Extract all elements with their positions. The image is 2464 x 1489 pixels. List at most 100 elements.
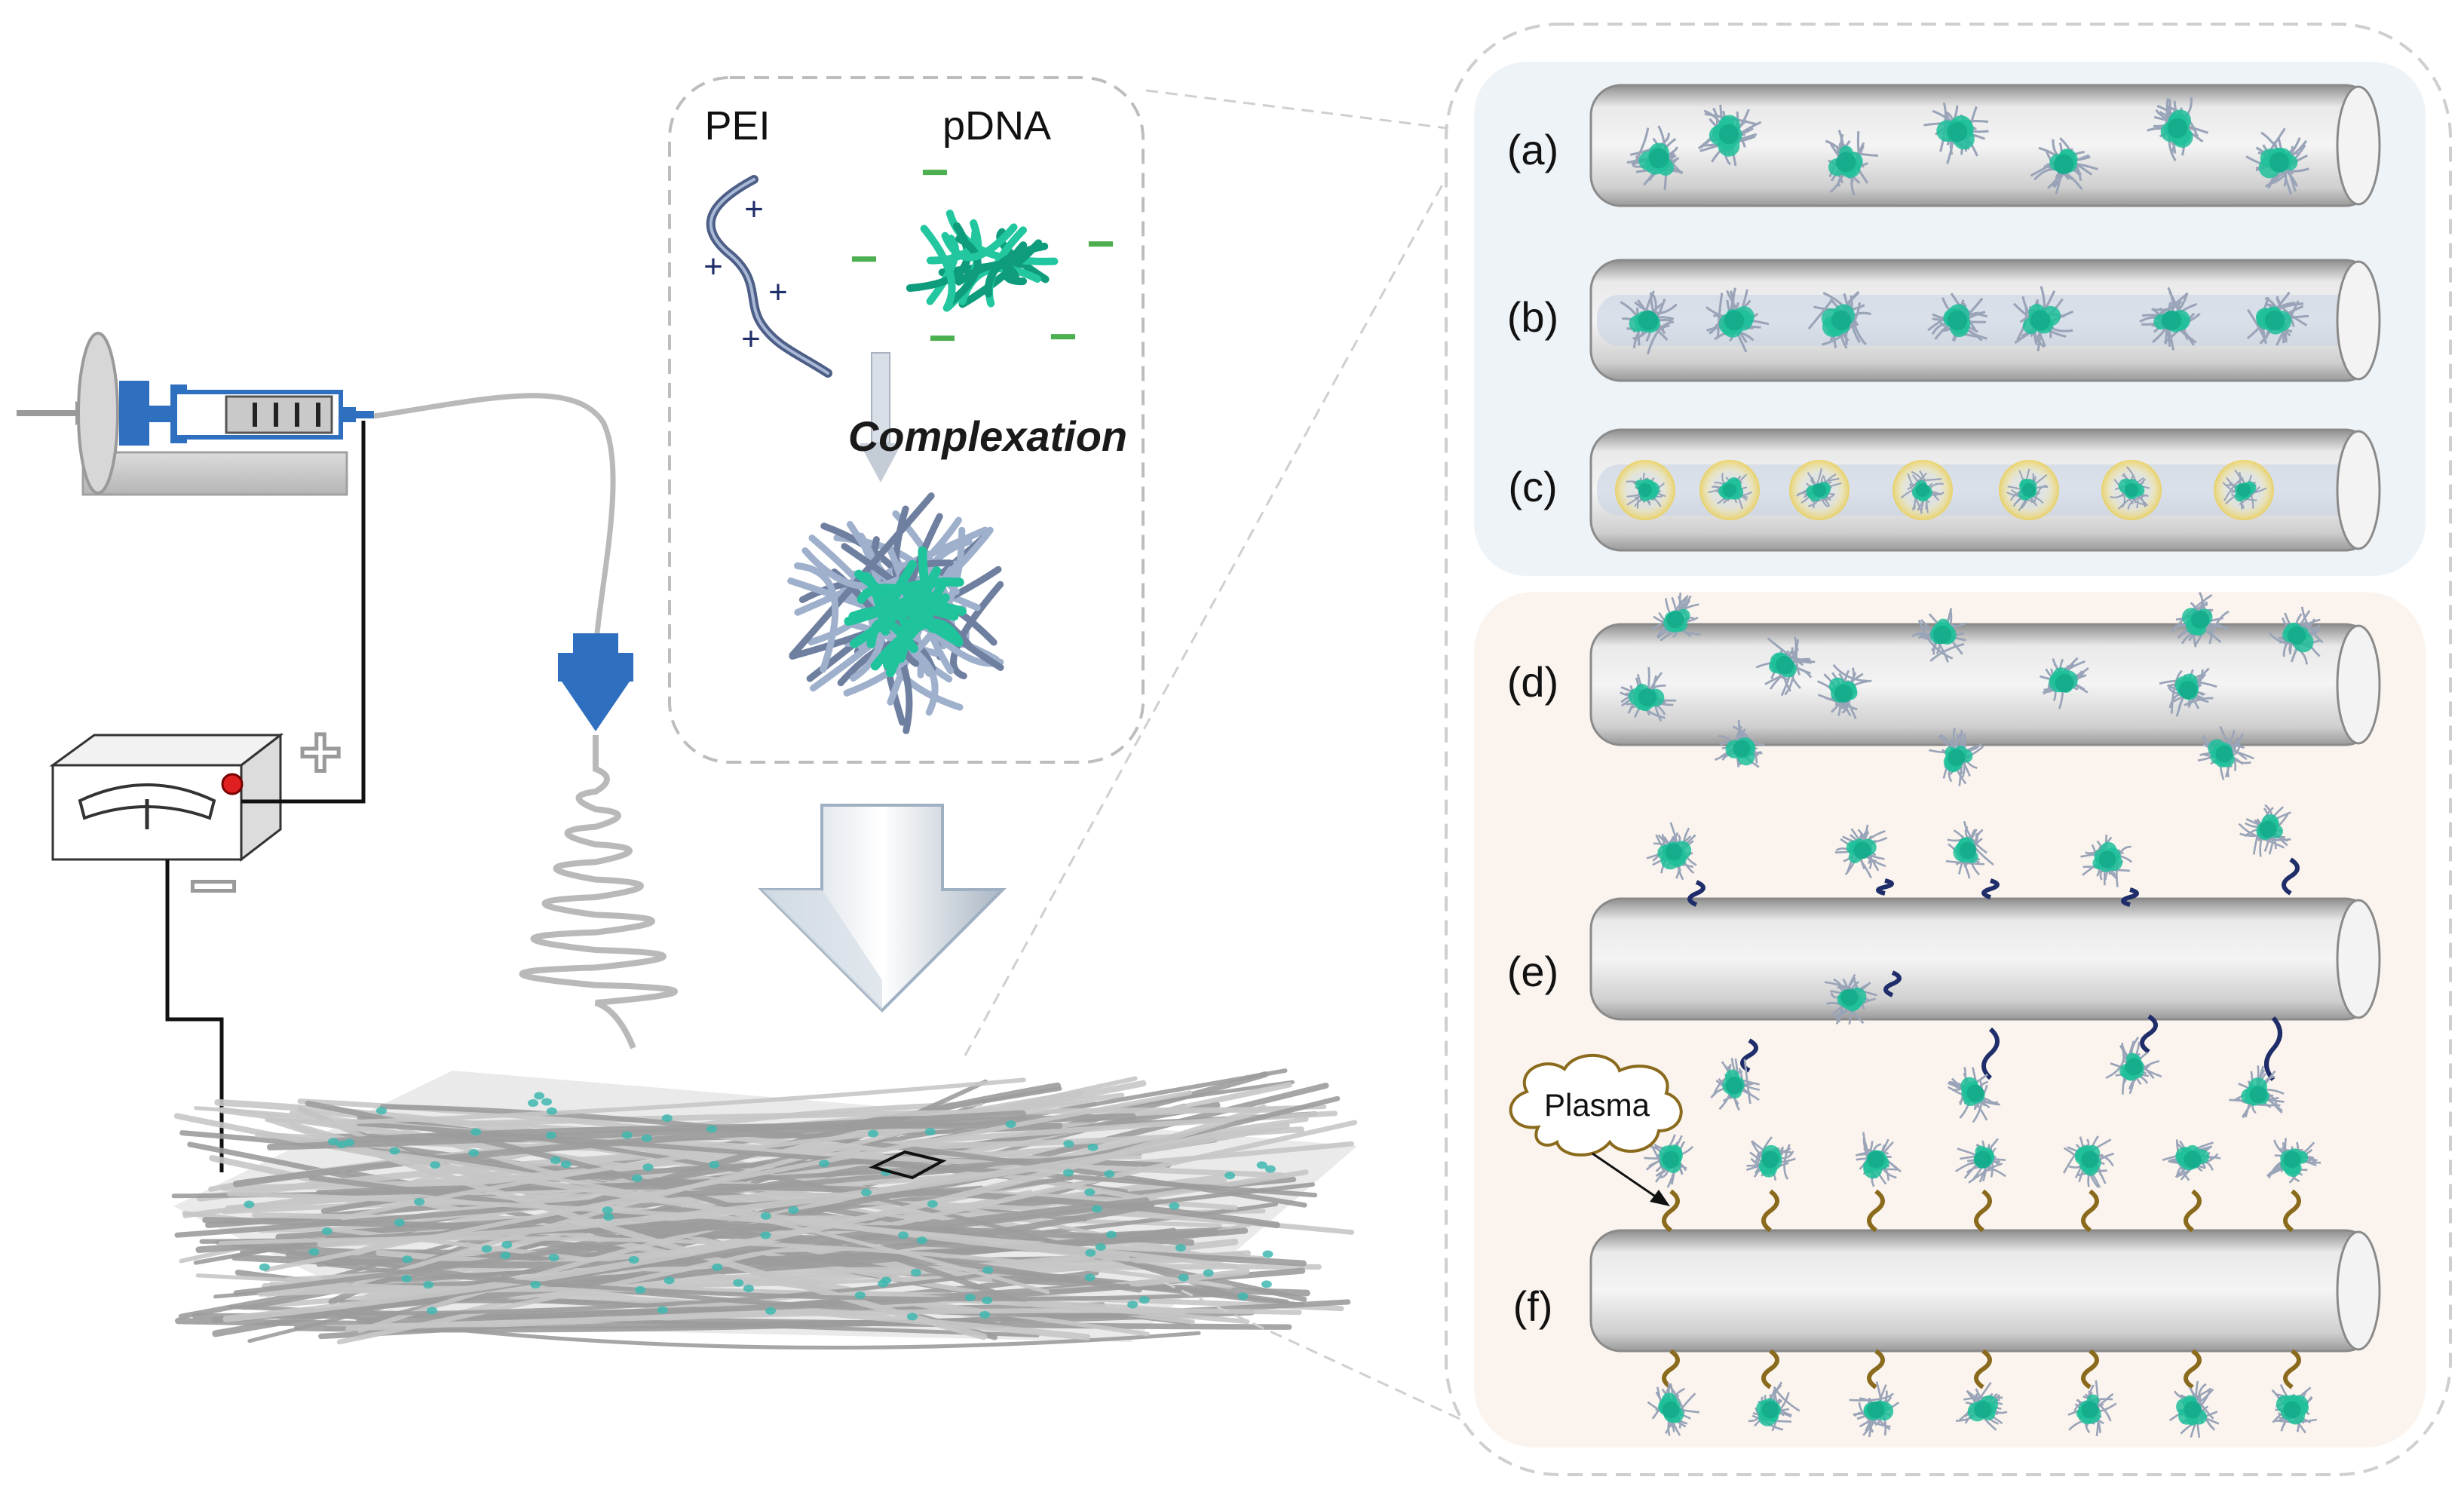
label-d: (d)	[1507, 658, 1558, 706]
pdna-charge-5: −	[1049, 309, 1077, 363]
polyplex-e-top-1	[1646, 822, 1697, 881]
zoom-line-upper	[964, 154, 1460, 1056]
polyplex-b-6	[2139, 286, 2201, 351]
plasma-label: Plasma	[1544, 1087, 1650, 1123]
fiber-a	[1589, 84, 2381, 207]
label-a: (a)	[1507, 126, 1558, 173]
label-b: (b)	[1507, 293, 1558, 341]
polyplex-b-7	[2246, 291, 2309, 346]
pei-polymer	[706, 175, 832, 378]
polyplex-f-top-4	[1955, 1138, 2006, 1184]
zoom-line-top	[1145, 89, 1448, 130]
big-down-arrow-icon	[758, 804, 1007, 1013]
pump-base	[81, 451, 348, 496]
ground-wire	[165, 859, 224, 1172]
polyplex-d-6	[2159, 667, 2217, 717]
polyplex-f-top-2	[1746, 1136, 1796, 1181]
polyplex-d-3	[1817, 663, 1872, 719]
syringe-nozzle	[356, 411, 374, 418]
polyplex-d-2	[1755, 636, 1816, 697]
plasma-pointer	[1592, 1152, 1660, 1200]
pdna-molecule	[906, 210, 1059, 312]
polyplex-d-out-4	[2197, 726, 2254, 780]
polyplex-a-1	[1626, 125, 1684, 191]
complexation-box	[668, 76, 1145, 764]
plunger-disc	[77, 332, 119, 495]
polyplex-a-4	[1923, 102, 1989, 164]
label-f: (f)	[1513, 1282, 1553, 1330]
fiber-b	[1589, 259, 2381, 382]
polyplex-d-8	[2268, 606, 2324, 665]
polyplex-c-7	[2222, 469, 2267, 510]
polyplex-f-bottom-7	[2271, 1383, 2317, 1434]
polyplex-e-top-5	[2238, 804, 2291, 857]
feed-tube	[373, 393, 616, 634]
polyplex-e-bottom-3	[2105, 1036, 2162, 1095]
fiber-e	[1589, 804, 2381, 1123]
power-indicator-light	[221, 773, 244, 795]
zoom-marker	[869, 1150, 947, 1180]
polyplex-b-5	[2012, 286, 2074, 351]
pei-charge-3: +	[768, 274, 788, 311]
polyplex-d-out-2	[1714, 720, 1765, 768]
polyplex-f-top-3	[1855, 1132, 1902, 1187]
plasma-pointer-head-icon	[1650, 1190, 1670, 1206]
polyplex-e-bottom-2	[1948, 1067, 2000, 1123]
polyplex-a-3	[1825, 129, 1878, 196]
polyplex-e-middle	[1824, 973, 1878, 1025]
polyplex-f-bottom-6	[2168, 1380, 2220, 1438]
syringe-liquid	[225, 395, 333, 434]
polyplex-d-7	[2171, 591, 2230, 648]
plasma-cloud-icon	[1509, 1053, 1683, 1157]
polyplex-f-top-1	[1644, 1134, 1694, 1188]
fiber-rows	[1589, 84, 2381, 1438]
polyplex-d-out-3	[1928, 728, 1984, 786]
polyplex-f-bottom-2	[1748, 1381, 1800, 1432]
positive-wire	[241, 421, 366, 804]
polyplex-f-top-6	[2162, 1139, 2221, 1181]
spinneret	[558, 633, 633, 731]
syringe-tip	[341, 407, 356, 422]
polyplex-a-7	[2245, 127, 2309, 195]
polyplex-f-top-5	[2062, 1135, 2115, 1188]
polyplex-d-5	[2039, 657, 2089, 709]
pdna-charge-4: −	[928, 311, 956, 365]
pei-label: PEI	[704, 103, 770, 149]
power-supply	[49, 732, 284, 862]
polyplex-f-bottom-1	[1647, 1382, 1699, 1436]
nanofiber-mat	[171, 1068, 1358, 1350]
complexation-label: Complexation	[848, 412, 1127, 460]
complexation-arrow-head-icon	[860, 443, 902, 483]
positive-terminal-sign: +	[299, 712, 342, 792]
whipping-jet	[519, 735, 678, 1049]
pei-charge-2: +	[703, 248, 723, 285]
polyplex-d-1	[1620, 666, 1677, 722]
polyplex-a-2	[1697, 104, 1762, 167]
plunger-holder	[119, 381, 149, 446]
pei-charge-1: +	[744, 191, 764, 228]
syringe-pump	[17, 332, 374, 496]
label-e: (e)	[1507, 948, 1558, 995]
polyplex-e-top-3	[1945, 820, 1994, 879]
pdna-charge-2: −	[850, 231, 878, 286]
polyplex-large	[787, 492, 1004, 734]
fiber-d	[1589, 591, 2381, 786]
polyplex-a-5	[2030, 136, 2098, 195]
fiber-c	[1589, 428, 2381, 552]
polyplex-e-bottom-4	[2229, 1065, 2285, 1119]
polyplex-c-1	[1626, 472, 1666, 509]
label-c: (c)	[1508, 463, 1557, 510]
polyplex-d-4	[1911, 608, 1966, 663]
polyplex-e-top-4	[2080, 834, 2133, 887]
pdna-charge-1: −	[921, 145, 949, 199]
syringe-graduations	[253, 403, 320, 427]
polyplex-d-out-1	[1651, 592, 1701, 642]
polyplex-f-bottom-3	[1849, 1381, 1900, 1438]
negative-terminal-sign: −	[189, 839, 238, 932]
polyplex-b-1	[1620, 290, 1678, 355]
polyplex-c-4	[1900, 470, 1945, 514]
polyplex-b-4	[1927, 293, 1988, 342]
polyplex-b-3	[1807, 290, 1871, 349]
